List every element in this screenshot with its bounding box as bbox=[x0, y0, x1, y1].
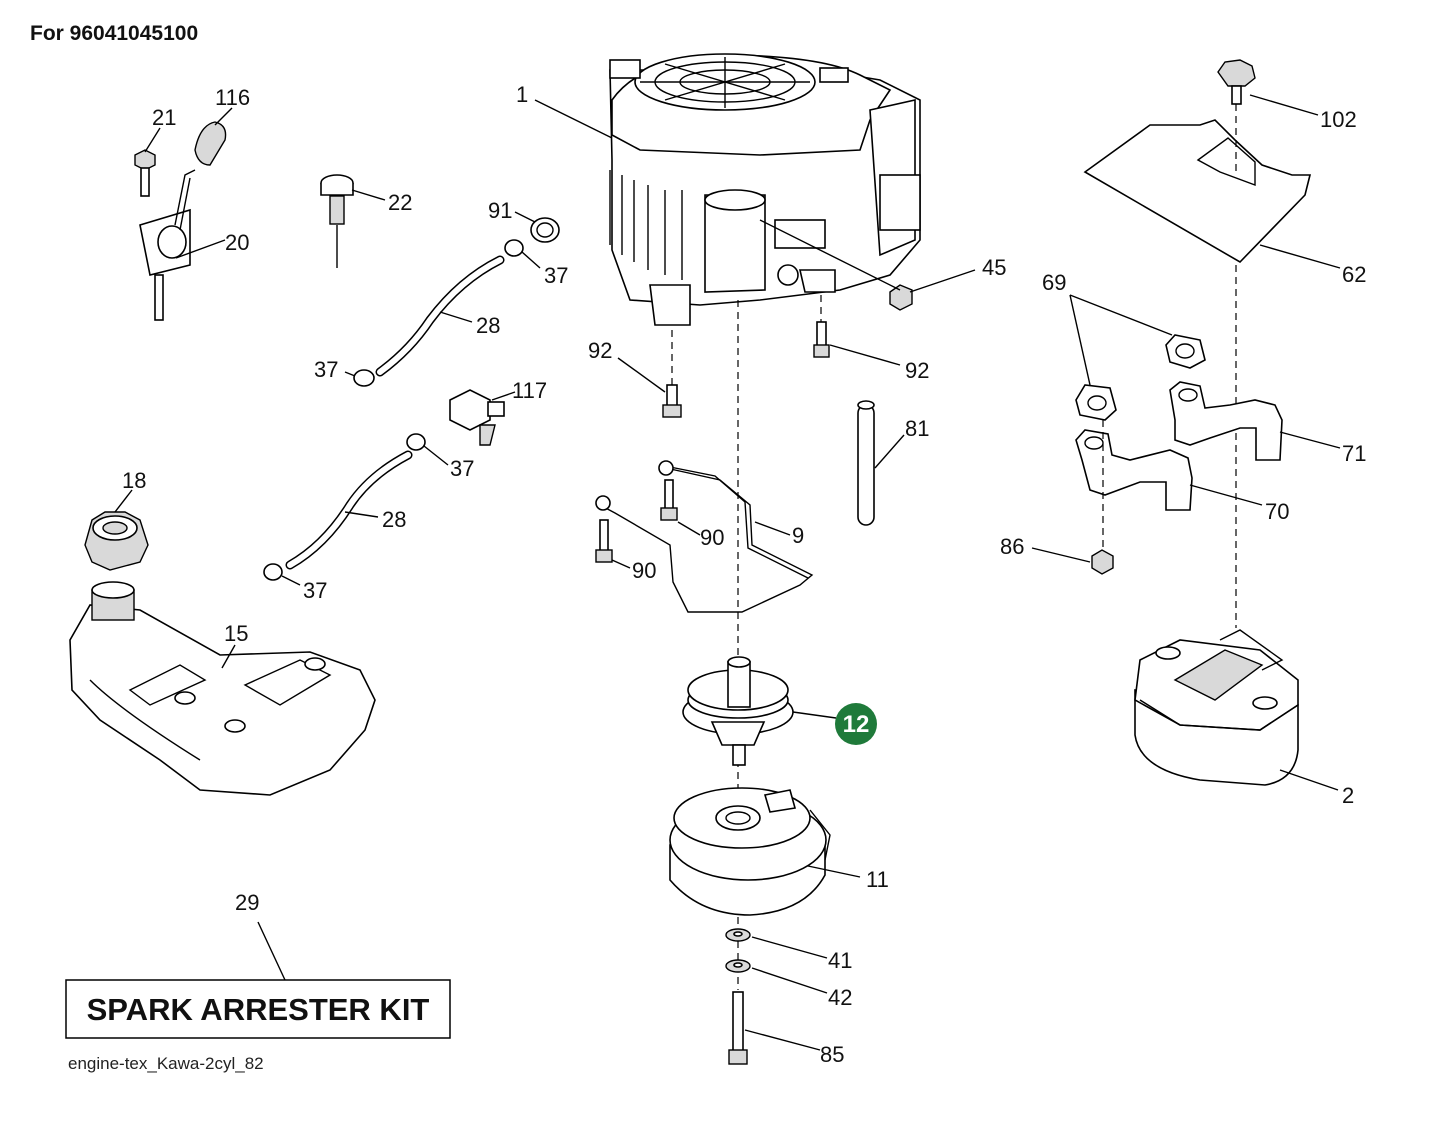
label-part-116: 116 bbox=[215, 85, 250, 110]
bolt-part-90-upper[interactable] bbox=[660, 479, 678, 521]
label-part-90-lower: 90 bbox=[632, 558, 656, 583]
pulley-part-12[interactable] bbox=[682, 656, 794, 766]
label-part-81: 81 bbox=[905, 416, 929, 441]
label-part-1: 1 bbox=[516, 82, 528, 107]
bolt-part-85[interactable] bbox=[728, 991, 748, 1065]
diagram-header: For 96041045100 bbox=[30, 22, 198, 45]
label-part-41: 41 bbox=[828, 948, 852, 973]
label-part-37-d: 37 bbox=[303, 578, 327, 603]
hose-clamp-part-37-b[interactable] bbox=[353, 369, 375, 387]
exhaust-pipe-part-70[interactable] bbox=[1075, 429, 1193, 511]
label-part-70: 70 bbox=[1265, 499, 1289, 524]
highlight-badge-label: 12 bbox=[843, 711, 870, 738]
label-part-21: 21 bbox=[152, 105, 176, 130]
label-part-92-left: 92 bbox=[588, 338, 612, 363]
label-part-15: 15 bbox=[224, 621, 248, 646]
label-part-20: 20 bbox=[225, 230, 249, 255]
label-part-9: 9 bbox=[792, 523, 804, 548]
label-part-91: 91 bbox=[488, 198, 512, 223]
label-part-28-lower: 28 bbox=[382, 507, 406, 532]
knob-part-116[interactable] bbox=[194, 121, 227, 166]
label-part-117: 117 bbox=[512, 378, 547, 403]
label-part-102: 102 bbox=[1320, 107, 1357, 132]
label-part-28-upper: 28 bbox=[476, 313, 500, 338]
label-part-37-a: 37 bbox=[544, 263, 568, 288]
label-part-85: 85 bbox=[820, 1042, 844, 1067]
bolt-part-21[interactable] bbox=[134, 149, 156, 197]
fuel-cap-part-18[interactable] bbox=[84, 511, 149, 571]
label-part-92-right: 92 bbox=[905, 358, 929, 383]
exhaust-pipe-part-71[interactable] bbox=[1169, 381, 1283, 461]
label-part-2: 2 bbox=[1342, 783, 1354, 808]
label-part-69: 69 bbox=[1042, 270, 1066, 295]
label-part-22: 22 bbox=[388, 190, 412, 215]
label-part-42: 42 bbox=[828, 985, 852, 1010]
label-part-37-c: 37 bbox=[450, 456, 474, 481]
diagram-caption: engine-tex_Kawa-2cyl_82 bbox=[68, 1054, 264, 1073]
tube-part-81[interactable] bbox=[857, 400, 875, 526]
label-part-86: 86 bbox=[1000, 534, 1024, 559]
fuel-tank-part-15[interactable] bbox=[69, 581, 376, 796]
label-part-62: 62 bbox=[1342, 262, 1366, 287]
washer-part-41[interactable] bbox=[725, 928, 751, 942]
heat-shield-part-62[interactable] bbox=[1083, 119, 1312, 264]
bolt-part-92-right[interactable] bbox=[813, 321, 830, 358]
clutch-part-11[interactable] bbox=[669, 787, 831, 916]
hose-clamp-part-37-d[interactable] bbox=[263, 563, 283, 581]
label-part-11: 11 bbox=[866, 867, 889, 892]
label-part-90-upper: 90 bbox=[700, 525, 724, 550]
label-part-71: 71 bbox=[1342, 441, 1366, 466]
fuel-valve-part-117[interactable] bbox=[449, 389, 505, 446]
hose-clamp-part-37-c[interactable] bbox=[406, 433, 426, 451]
label-part-29: 29 bbox=[235, 890, 259, 915]
nut-part-45[interactable] bbox=[889, 284, 913, 311]
bolt-part-102[interactable] bbox=[1217, 59, 1256, 105]
gasket-part-69-a[interactable] bbox=[1075, 384, 1117, 421]
highlight-badge bbox=[835, 703, 877, 745]
fuel-hose-part-28-upper[interactable] bbox=[375, 255, 505, 377]
wire-part-9[interactable] bbox=[595, 460, 814, 613]
spark-arrester-kit-label: SPARK ARRESTER KIT bbox=[87, 992, 430, 1027]
label-part-45: 45 bbox=[982, 255, 1006, 280]
bolt-part-90-lower[interactable] bbox=[595, 519, 613, 563]
spark-arrester-kit-box[interactable]: SPARK ARRESTER KIT bbox=[65, 979, 451, 1039]
fitting-part-91[interactable] bbox=[530, 217, 560, 243]
bolt-part-92-left[interactable] bbox=[662, 384, 682, 418]
muffler-part-2[interactable] bbox=[1134, 629, 1299, 786]
throttle-control-part-20[interactable] bbox=[139, 169, 196, 321]
choke-knob-part-22[interactable] bbox=[320, 174, 354, 268]
fuel-hose-part-28-lower[interactable] bbox=[285, 450, 413, 570]
label-part-18: 18 bbox=[122, 468, 146, 493]
engine-part-1[interactable] bbox=[609, 53, 921, 326]
washer-part-42[interactable] bbox=[725, 959, 751, 973]
label-part-37-b: 37 bbox=[314, 357, 338, 382]
gasket-part-69-b[interactable] bbox=[1165, 334, 1206, 369]
hose-clamp-part-37-a[interactable] bbox=[504, 239, 524, 257]
nut-part-86[interactable] bbox=[1091, 549, 1114, 575]
